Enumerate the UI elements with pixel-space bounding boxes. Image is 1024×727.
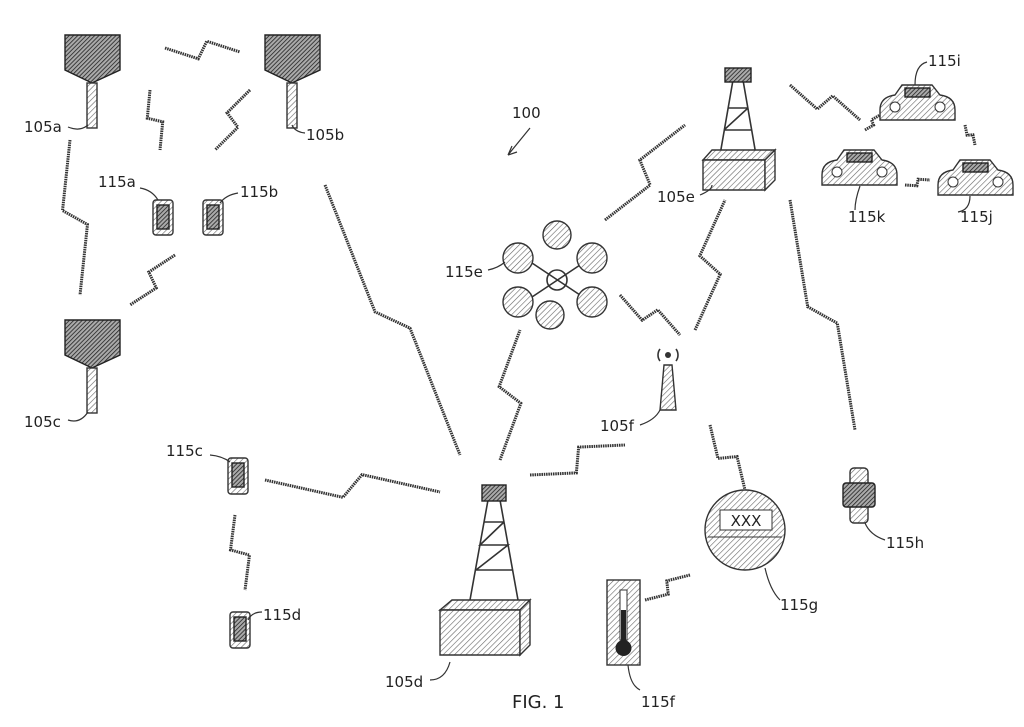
wireless-link (963, 124, 977, 146)
wireless-link (323, 184, 462, 456)
wireless-link (788, 199, 857, 431)
wireless-link (60, 139, 90, 296)
device-115j-vehicle (937, 159, 1014, 196)
label-115e: 115e (445, 263, 483, 281)
label-105f: 105f (600, 417, 635, 435)
wireless-link (264, 472, 441, 500)
wireless-link (864, 113, 881, 132)
device-115g-meter: XXX (704, 489, 786, 571)
wireless-link (604, 123, 686, 222)
label-115d: 115d (263, 606, 301, 624)
device-115k-vehicle (821, 149, 898, 186)
label-115h: 115h (886, 534, 924, 552)
wireless-link (789, 83, 861, 122)
figure-caption: FIG. 1 (512, 692, 565, 713)
label-115g: 115g (780, 596, 818, 614)
leader-lines (67, 61, 971, 691)
label-system-100: 100 (512, 104, 541, 122)
wireless-link (708, 424, 747, 491)
label-115c: 115c (166, 442, 203, 460)
wireless-link (228, 514, 252, 591)
device-115h-watch (842, 467, 876, 524)
meter-display-text: XXX (731, 512, 762, 530)
device-115f-thermometer (606, 579, 641, 666)
base-station-105a (64, 34, 121, 129)
device-115i-vehicle (879, 84, 956, 121)
base-station-105c (64, 319, 121, 414)
wireless-link (904, 177, 931, 188)
wireless-link (693, 199, 727, 331)
device-115a-phone (152, 199, 174, 236)
wireless-link (164, 39, 241, 61)
label-105a: 105a (24, 118, 62, 136)
label-115a: 115a (98, 173, 136, 191)
label-105c: 105c (24, 413, 61, 431)
wireless-link (618, 294, 682, 336)
label-105b: 105b (306, 126, 344, 144)
label-115k: 115k (848, 208, 886, 226)
wireless-link (145, 89, 165, 151)
base-station-105e (701, 67, 777, 192)
base-station-105d (438, 484, 532, 657)
wireless-link (497, 329, 523, 461)
label-115f: 115f (641, 693, 676, 711)
label-105e: 105e (657, 188, 695, 206)
label-115j: 115j (960, 208, 993, 226)
device-115e-drone (502, 220, 608, 330)
wireless-link (644, 573, 691, 602)
label-115b: 115b (240, 183, 278, 201)
device-115d-phone (229, 611, 251, 649)
access-point-105f (657, 348, 679, 411)
wireless-links (60, 39, 977, 602)
device-115b-phone (202, 199, 224, 236)
wireless-link (129, 253, 176, 307)
device-115c-phone (227, 457, 249, 495)
label-115i: 115i (928, 52, 961, 70)
label-105d: 105d (385, 673, 423, 691)
base-station-105b (264, 34, 321, 129)
wireless-link (529, 443, 626, 477)
wireless-link (213, 88, 252, 152)
